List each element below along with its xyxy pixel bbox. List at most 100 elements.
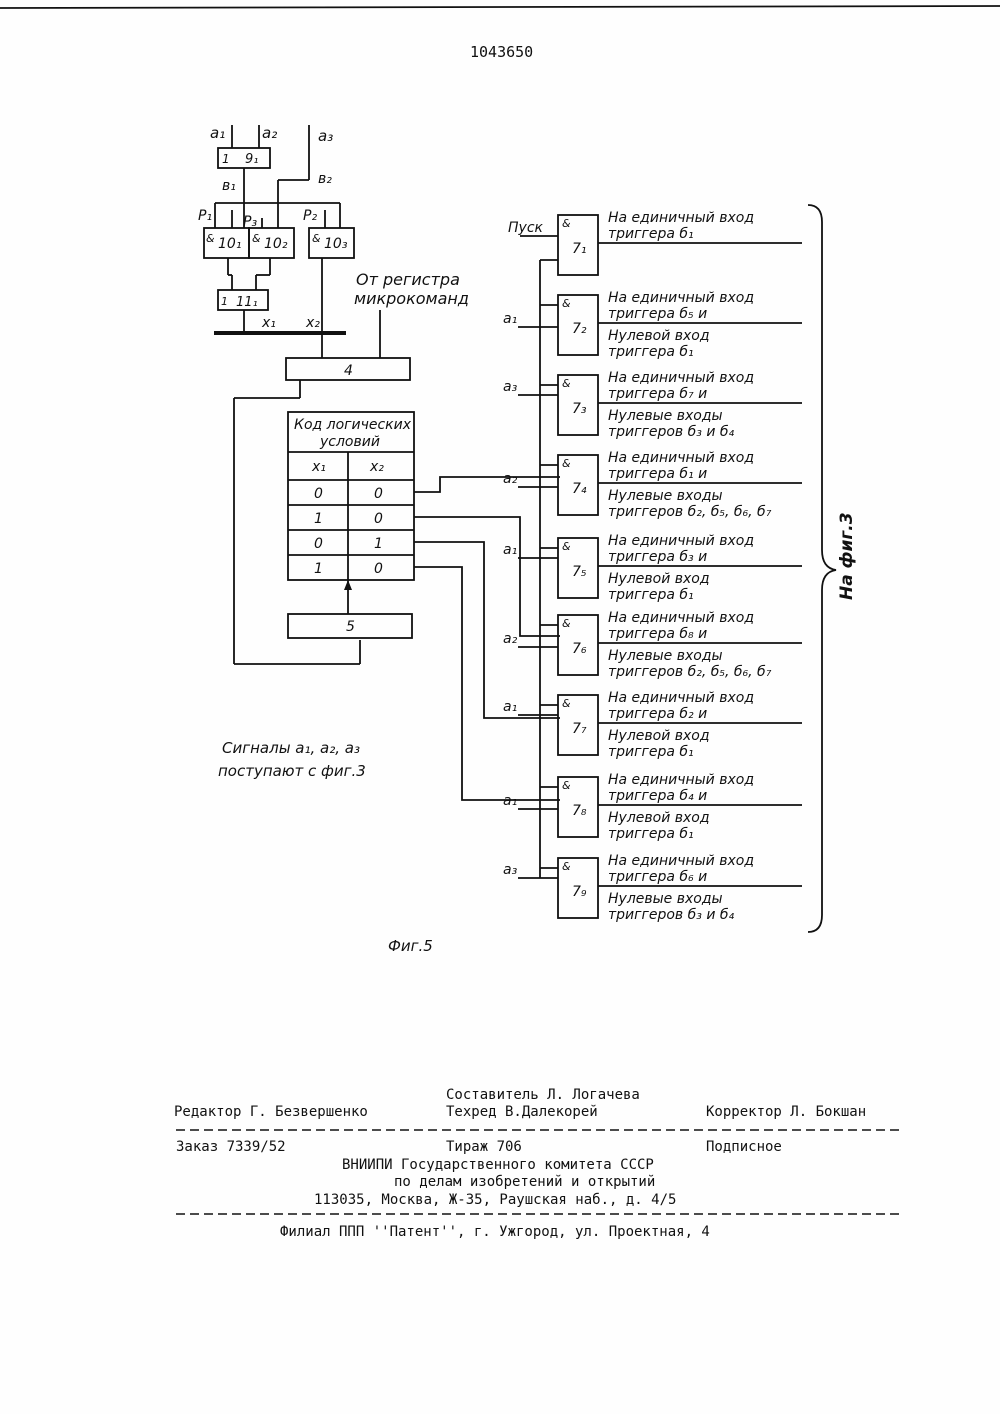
- address-line: 113035, Москва, Ж-35, Раушская наб., д. …: [314, 1192, 676, 1208]
- signal-p1-label: P₁: [198, 208, 212, 224]
- gate-output-text: триггера б₅ и: [608, 306, 707, 322]
- gate-output-text: триггера б₁: [608, 587, 694, 603]
- gate-input-label: a₂: [503, 631, 518, 647]
- and-gate-10-3-symbol: &: [312, 232, 321, 245]
- signal-b1-label: в₁: [222, 178, 236, 194]
- gate-symbol: &: [562, 779, 571, 792]
- gate-output-text: триггера б₇ и: [608, 386, 707, 402]
- brace-label: На фиг.3: [837, 512, 857, 600]
- gate-symbol: &: [562, 297, 571, 310]
- gate-label: 7₆: [572, 641, 587, 657]
- composer-line: Составитель Л. Логачева: [446, 1087, 640, 1103]
- gate-input-label: a₁: [503, 793, 517, 809]
- gate-7-1: &7₁ На единичный входтриггера б₁: [558, 210, 802, 275]
- or-gate-11-label: 11₁: [236, 295, 258, 310]
- code-table-cell: 0: [314, 536, 323, 552]
- gate-column: &7₁На единичный входтриггера б₁&7₂a₁На е…: [503, 210, 802, 923]
- gate-output-text: триггеров б₃ и б₄: [608, 907, 734, 923]
- gate-output-text: На единичный вход: [608, 610, 754, 626]
- code-table-cell: 1: [314, 511, 323, 527]
- gate-output-text: триггера б₆ и: [608, 869, 707, 885]
- top-border: [0, 6, 1000, 8]
- org-line-1: ВНИИПИ Государственного комитета СССР: [342, 1157, 654, 1173]
- gate-7-6: &7₆ a₂ На единичный входтриггера б₈ и Нулев…: [503, 610, 802, 680]
- order-line: Заказ 7339/52: [176, 1139, 286, 1155]
- gate-7-9: &7₉a₃На единичный входтриггера б₆ иНулев…: [503, 853, 802, 923]
- gate-output-text: Нулевые входы: [608, 648, 723, 664]
- code-table-cell: 1: [314, 561, 323, 577]
- from-register-label-1: От регистра: [356, 270, 460, 289]
- gate-output-text: Нулевой вход: [608, 728, 710, 744]
- bus-x2-label: x₂: [305, 315, 320, 331]
- signal-p2-label: P₂: [303, 208, 317, 224]
- figure-caption: Фиг.5: [388, 937, 433, 955]
- bus-x1-label: x₁: [261, 315, 276, 331]
- gate-label: 7₄: [572, 481, 587, 497]
- gate-output-text: триггера б₈ и: [608, 626, 707, 642]
- input-logic-group: a₁ a₂ a₃ 1 9₁ в₁ в₂ P₁ P₃ P₂ & 10₁ & 10₂…: [198, 124, 469, 380]
- gate-input-label: a₁: [503, 542, 517, 558]
- gate-output-text: триггеров б₃ и б₄: [608, 424, 734, 440]
- gate-symbol: &: [562, 457, 571, 470]
- or-gate-9-symbol: 1: [222, 152, 230, 166]
- gate-7-3: &7₃a₃На единичный входтриггера б₇ иНулев…: [503, 370, 802, 440]
- gate-label: 7₉: [572, 884, 587, 900]
- gate-output-text: На единичный вход: [608, 450, 754, 466]
- editor-line: Редактор Г. Безвершенко: [174, 1104, 368, 1120]
- gate-output-text: триггера б₂ и: [608, 706, 707, 722]
- gate-label: 7₅: [572, 564, 587, 580]
- table-output-wires: [414, 477, 560, 800]
- gate-7-5: &7₅ a₁ На единичный входтриггера б₃ и Нулев…: [503, 533, 802, 603]
- gate-symbol: &: [562, 540, 571, 553]
- gate-7-7: &7₇a₁На единичный входтриггера б₂ иНулев…: [503, 690, 802, 760]
- gate-output-text: На единичный вход: [608, 210, 754, 226]
- gate-label: 7₈: [572, 803, 587, 819]
- gate-output-text: триггера б₃ и: [608, 549, 707, 565]
- gate-input-label: a₃: [503, 379, 518, 395]
- gate-output-text: Нулевые входы: [608, 408, 723, 424]
- input-a2-label: a₂: [262, 124, 277, 142]
- and-gate-10-3-label: 10₃: [324, 236, 348, 252]
- gate-7-4: &7₄a₂На единичный входтриггера б₁ иНулев…: [503, 450, 802, 520]
- and-gate-10-1-symbol: &: [206, 232, 215, 245]
- and-gate-10-2-label: 10₂: [264, 236, 288, 252]
- gate-symbol: &: [562, 217, 571, 230]
- code-table-title-2: условий: [319, 434, 380, 450]
- gate-output-text: триггеров б₂, б₅, б₆, б₇: [608, 504, 772, 520]
- or-gate-9-label: 9₁: [245, 152, 258, 167]
- gate-output-text: На единичный вход: [608, 370, 754, 386]
- gate-output-text: Нулевые входы: [608, 891, 723, 907]
- gate-output-text: Нулевой вход: [608, 571, 710, 587]
- circulation-line: Тираж 706: [446, 1139, 522, 1155]
- code-table-title-1: Код логических: [294, 417, 412, 433]
- signals-note-1: Сигналы a₁, a₂, a₃: [222, 739, 360, 757]
- org-line-2: по делам изобретений и открытий: [394, 1174, 655, 1190]
- gate-symbol: &: [562, 617, 571, 630]
- gate-output-text: На единичный вход: [608, 533, 754, 549]
- code-table-cell: 0: [374, 511, 383, 527]
- gate-output-text: Нулевой вход: [608, 328, 710, 344]
- gate-output-text: На единичный вход: [608, 772, 754, 788]
- output-brace: [808, 205, 836, 932]
- gate-7-8: &7₈ a₁ На единичный входтриггера б₄ и Нулев…: [503, 772, 802, 842]
- code-table-cell: 0: [314, 486, 323, 502]
- gate-input-label: a₁: [503, 311, 517, 327]
- gate-label: 7₁: [572, 241, 587, 257]
- gate-output-text: триггера б₁: [608, 344, 694, 360]
- block-5-label: 5: [346, 619, 355, 635]
- gate-output-text: Нулевой вход: [608, 810, 710, 826]
- and-gate-10-2-symbol: &: [252, 232, 261, 245]
- gate-output-text: триггера б₁: [608, 226, 694, 242]
- signal-b2-label: в₂: [318, 171, 332, 187]
- gate-output-text: На единичный вход: [608, 690, 754, 706]
- gate-input-label: a₂: [503, 471, 518, 487]
- gate-label: 7₇: [572, 721, 587, 737]
- from-register-label-2: микрокоманд: [354, 289, 469, 308]
- gate-output-text: триггера б₁ и: [608, 466, 707, 482]
- corrector-line: Корректор Л. Бокшан: [706, 1104, 866, 1120]
- gate-output-text: триггера б₄ и: [608, 788, 707, 804]
- gate-label: 7₂: [572, 321, 587, 337]
- gate-output-text: На единичный вход: [608, 853, 754, 869]
